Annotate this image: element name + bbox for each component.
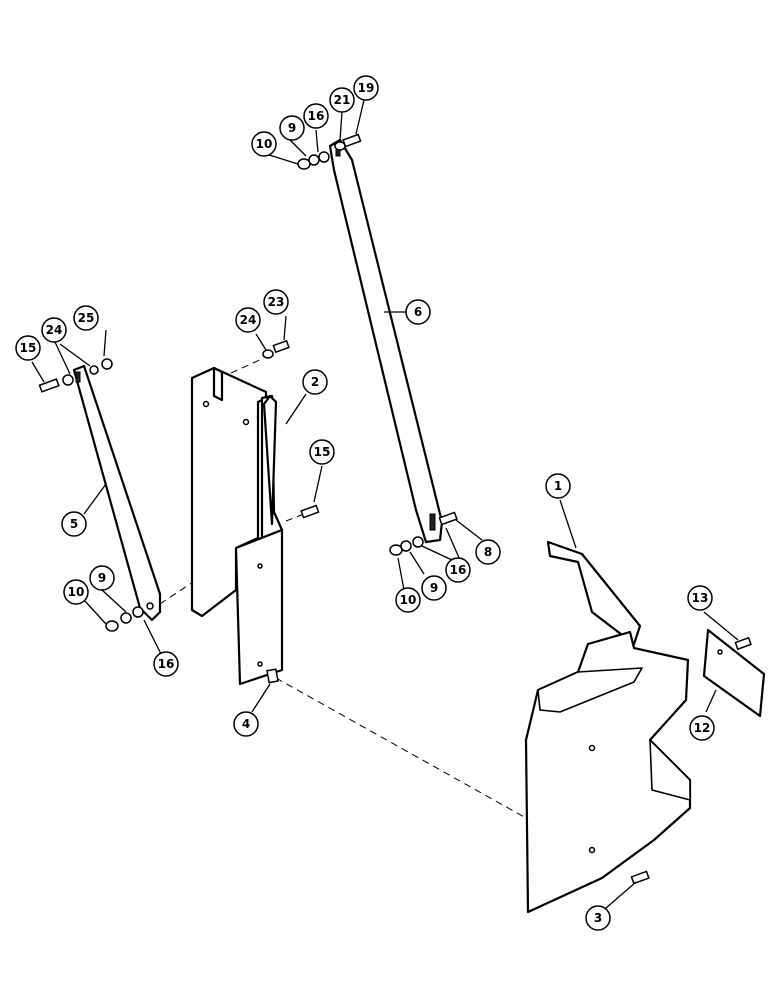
callout-13: 13 — [687, 585, 713, 611]
callout-24: 24 — [41, 317, 67, 343]
plate-part-12 — [702, 628, 766, 718]
callout-label: 4 — [242, 717, 250, 731]
cover-part-1 — [524, 540, 692, 914]
callout-12: 12 — [689, 715, 715, 741]
mounting-panel-part-2 — [190, 366, 284, 686]
support-rod-part-5 — [72, 364, 162, 622]
callout-label: 6 — [414, 305, 422, 319]
callout-label: 16 — [308, 109, 325, 123]
callout-16: 16 — [153, 651, 179, 677]
callout-label: 25 — [78, 311, 95, 325]
callout-label: 15 — [314, 445, 331, 459]
callout-1: 1 — [545, 473, 571, 499]
callout-25: 25 — [73, 305, 99, 331]
callout-4: 4 — [233, 711, 259, 737]
callout-label: 16 — [158, 657, 175, 671]
alignment-line-panel-to-cover — [275, 677, 527, 819]
callout-label: 5 — [70, 517, 78, 531]
callout-3: 3 — [585, 905, 611, 931]
callout-label: 10 — [68, 585, 85, 599]
callout-label: 24 — [46, 323, 63, 337]
callout-15: 15 — [15, 335, 41, 361]
callout-6: 6 — [405, 299, 431, 325]
alignment-line-bolt24-to-panel — [219, 357, 265, 379]
callout-label: 9 — [98, 571, 106, 585]
callout-label: 19 — [358, 81, 375, 95]
callout-label: 2 — [311, 375, 319, 389]
callout-label: 10 — [256, 137, 273, 151]
callout-21: 21 — [329, 87, 355, 113]
alignment-line-rod5-to-panel — [159, 579, 197, 605]
leader-lines — [31, 99, 739, 909]
callout-label: 24 — [240, 313, 257, 327]
long-rod-part-6 — [328, 138, 444, 544]
callout-5: 5 — [61, 511, 87, 537]
callout-2: 2 — [302, 369, 328, 395]
callout-16: 16 — [445, 557, 471, 583]
callout-label: 10 — [400, 593, 417, 607]
callout-label: 9 — [430, 581, 438, 595]
callout-9: 9 — [89, 565, 115, 591]
callout-24: 24 — [235, 307, 261, 333]
callout-10: 10 — [63, 579, 89, 605]
callout-16: 16 — [303, 103, 329, 129]
callout-15: 15 — [309, 439, 335, 465]
callout-23: 23 — [263, 289, 289, 315]
callout-label: 8 — [484, 545, 492, 559]
callout-label: 16 — [450, 563, 467, 577]
hardware-fasteners — [38, 133, 752, 885]
callout-label: 3 — [594, 911, 602, 925]
alignment-line-bolt15-to-panel — [285, 513, 305, 522]
callout-label: 23 — [268, 295, 285, 309]
callout-19: 19 — [353, 75, 379, 101]
callout-label: 13 — [692, 591, 709, 605]
callout-label: 15 — [20, 341, 37, 355]
callout-8: 8 — [475, 539, 501, 565]
callout-10: 10 — [395, 587, 421, 613]
callout-9: 9 — [279, 115, 305, 141]
callout-9: 9 — [421, 575, 447, 601]
callout-label: 21 — [334, 93, 351, 107]
callout-label: 9 — [288, 121, 296, 135]
callout-label: 12 — [694, 721, 711, 735]
callout-label: 1 — [554, 479, 562, 493]
callout-10: 10 — [251, 131, 277, 157]
